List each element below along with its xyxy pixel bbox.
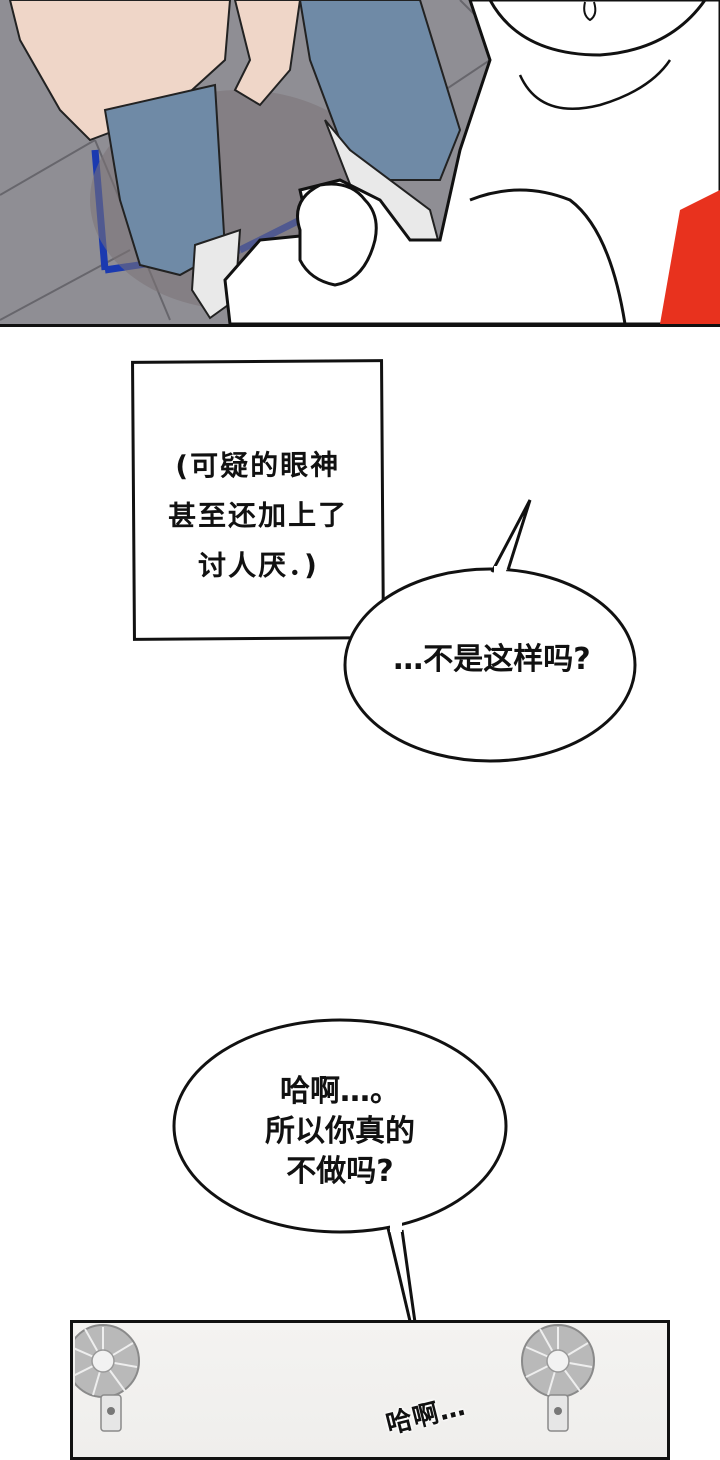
wall-fan-icon [75, 1324, 140, 1432]
speech-line: …不是这样吗? [393, 642, 591, 677]
speech-line: 不做吗? [286, 1154, 394, 1189]
speech-bubble-2-text: 哈啊…。 所以你真的 不做吗? [190, 1072, 490, 1192]
illustration-panel-top [0, 0, 720, 327]
wall-fan-icon [521, 1324, 595, 1432]
speech-bubble-1-text: …不是这样吗? [352, 640, 632, 680]
speech-line: 所以你真的 [265, 1114, 415, 1149]
scene-illustration [0, 0, 720, 324]
illustration-panel-bottom: 哈啊… [70, 1320, 670, 1460]
speech-line: 哈啊…。 [280, 1074, 400, 1109]
sound-effect-text: 哈啊… [383, 1391, 470, 1441]
speech-bubble-1 [343, 499, 637, 763]
